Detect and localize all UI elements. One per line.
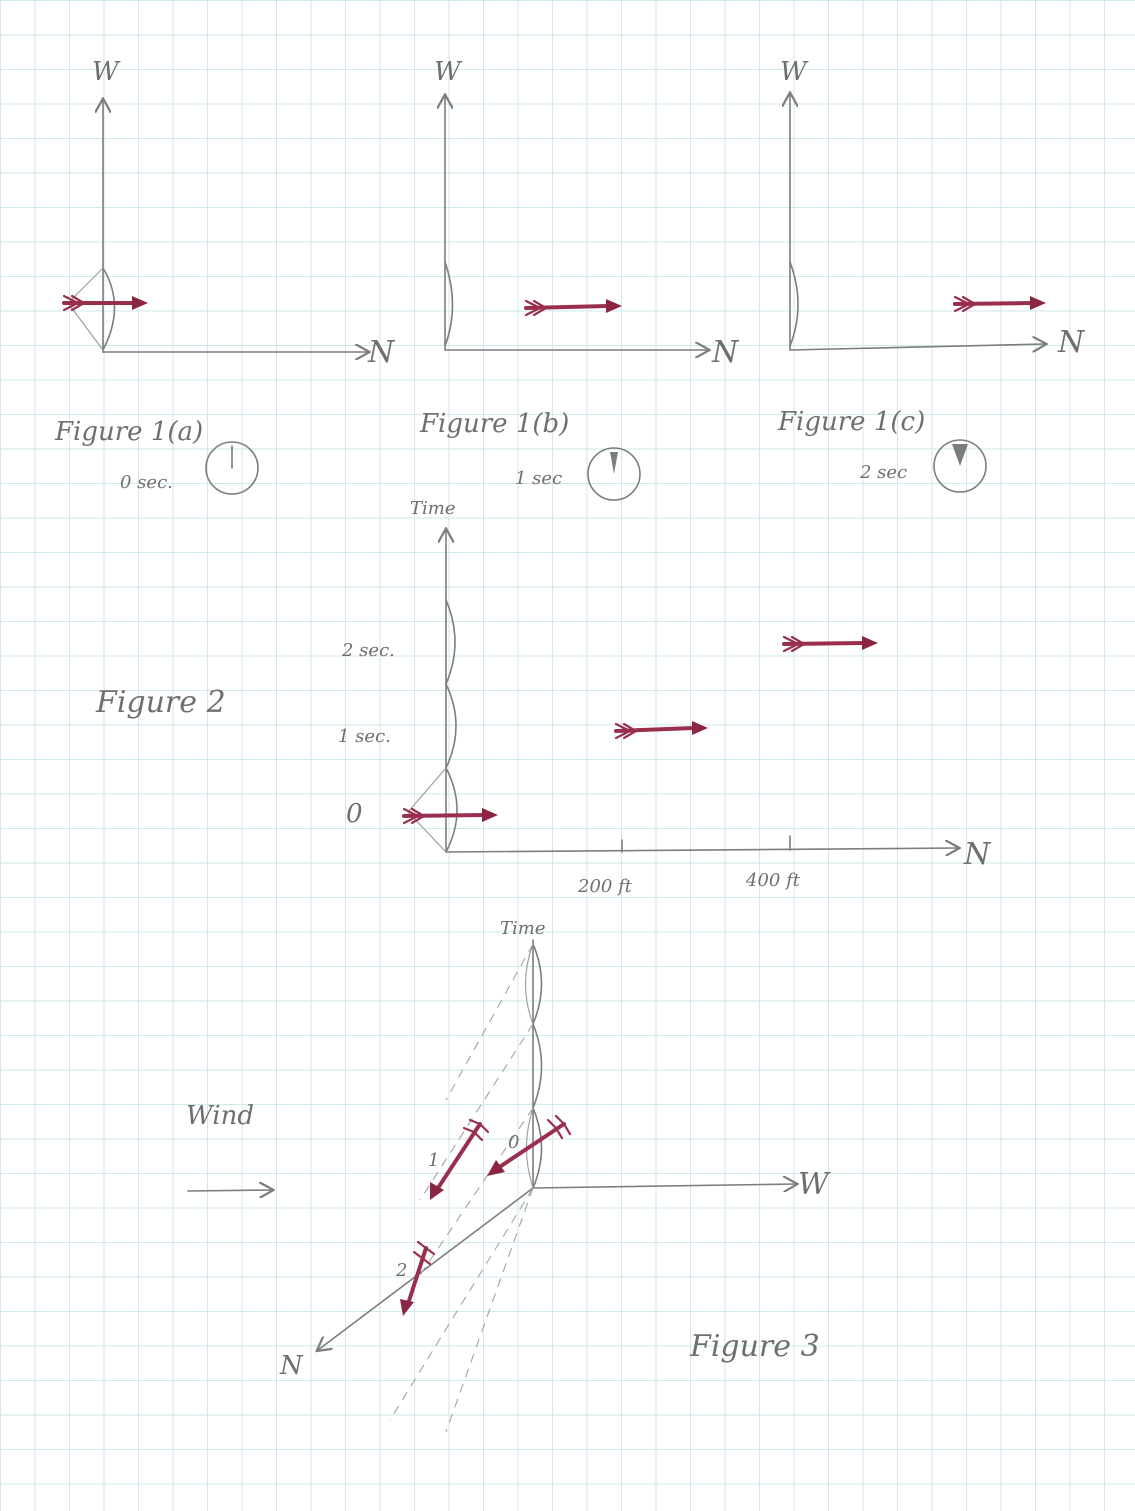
fig1c-time: 2 sec [859,462,907,483]
fig1b-arrow [524,299,622,317]
fig3-arrow-t2 [400,1240,436,1316]
fig2-caption: Figure 2 [95,685,226,720]
fig2-ytick-0: 0 [346,799,363,829]
fig1a-caption: Figure 1(a) [54,417,203,447]
fig1b-clock-icon [587,447,641,501]
fig3-point-1: 1 [428,1150,439,1171]
fig2-n-label: N [963,837,992,872]
fig3-caption: Figure 3 [689,1329,820,1364]
fig1b-w-label: W [434,57,463,87]
fig3-w-label: W [798,1167,831,1202]
fig2-n-axis [445,848,958,852]
wind-arrow-icon [187,1190,272,1191]
fig2-arrow-t1 [614,721,708,740]
fig1c-caption: Figure 1(c) [777,407,925,437]
figure-1a: W N Figure 1(a) 0 sec. [54,57,396,495]
figure-2: Time N 200 ft 400 ft 0 1 sec. 2 sec. [95,498,992,897]
fig2-xtick-200: 200 ft [577,876,633,897]
figure-1b: W N Figure 1(b) 1 sec [419,57,740,501]
figure-3: Time W N [186,918,831,1433]
fig3-n-label: N [279,1351,304,1381]
fig1a-arrow [62,294,148,312]
fig1b-n-label: N [711,335,740,370]
fig3-n-axis [318,1187,534,1350]
fig3-wind-label: Wind [186,1101,254,1131]
fig1c-w-label: W [780,57,809,87]
fig3-dashed-guides [389,943,534,1433]
fig2-ytick-2: 2 sec. [341,640,395,661]
fig1c-n-label: N [1057,325,1086,360]
fig1b-caption: Figure 1(b) [419,409,569,439]
fig1b-time: 1 sec [515,468,562,489]
fig1c-arrow [953,295,1046,313]
fig1a-time: 0 sec. [120,472,173,493]
figure-1c: W N Figure 1(c) 2 sec [777,57,1086,493]
fig2-arrow-t2 [782,635,878,653]
fig2-time-label: Time [410,498,455,519]
fig2-xtick-400: 400 ft [745,870,801,891]
fig1a-n-label: N [367,335,396,370]
fig2-ytick-1: 1 sec. [338,726,391,747]
fig3-point-0: 0 [508,1132,519,1153]
fig3-point-2: 2 [395,1260,407,1281]
fig1c-bow [789,261,799,347]
fig3-w-axis [532,1184,796,1188]
fig1a-w-label: W [92,57,121,87]
fig3-arrow-t0 [487,1114,572,1176]
fig3-time-label: Time [500,918,545,939]
fig1a-clock-icon [205,441,259,495]
fig2-arrow-t0 [402,807,498,825]
fig1b-bow [444,261,454,347]
fig1c-n-axis [789,344,1045,350]
fig3-arrow-t1 [430,1118,490,1200]
fig1c-clock-icon [933,439,987,493]
